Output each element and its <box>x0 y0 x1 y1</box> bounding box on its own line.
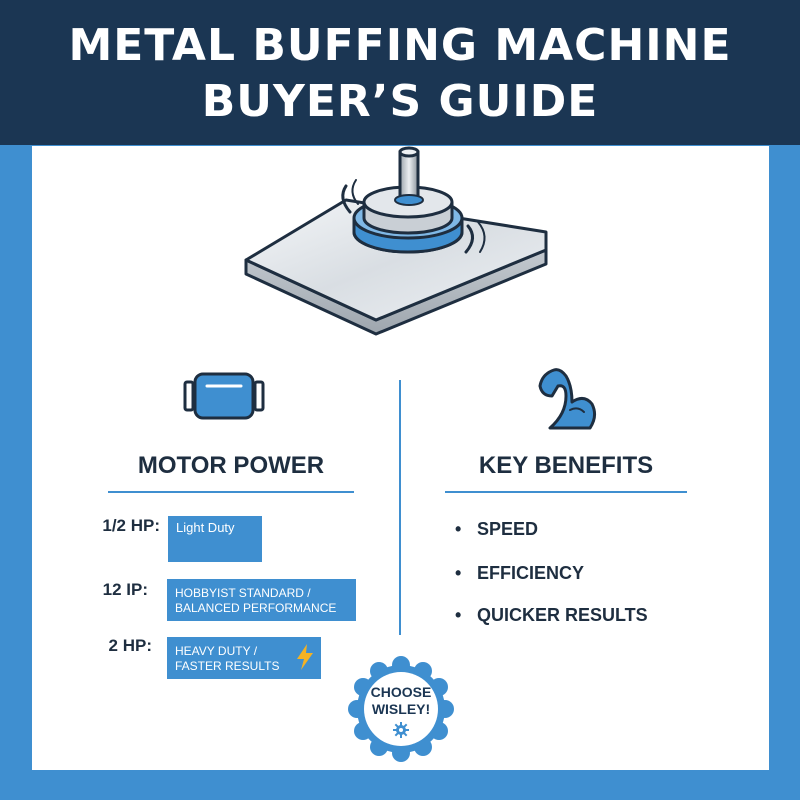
hp-label-standard: 12 IP: <box>102 580 148 599</box>
benefit-item: •SPEED <box>455 519 539 539</box>
seal-line-1: CHOOSE <box>370 684 432 700</box>
benefit-text: QUICKER RESULTS <box>477 605 648 625</box>
seal-text: CHOOSE WISLEY! <box>348 684 454 718</box>
hp-description-standard: HOBBYIST STANDARD / BALANCED PERFORMANCE <box>167 579 356 621</box>
motor-icon <box>183 372 265 420</box>
hp-description-two: HEAVY DUTY / FASTER RESULTS <box>167 637 321 679</box>
page-title-line-2: BUYER’S GUIDE <box>201 76 599 127</box>
flexed-arm-icon <box>538 368 597 430</box>
lightning-bolt-icon <box>297 644 313 670</box>
gear-icon <box>393 722 409 738</box>
hp-description-half: Light Duty <box>168 516 262 562</box>
choose-wisely-seal <box>348 656 454 762</box>
key-benefits-heading: KEY BENEFITS <box>478 452 654 479</box>
header-banner: METAL BUFFING MACHINE BUYER’S GUIDE <box>0 0 800 145</box>
seal-line-2: WISLEY! <box>371 701 431 717</box>
hp-label-two: 2 HP: <box>108 636 152 655</box>
benefit-text: EFFICIENCY <box>477 563 585 583</box>
benefit-text: SPEED <box>477 519 539 539</box>
column-divider <box>399 380 401 635</box>
page-title-line-1: METAL BUFFING MACHINE <box>68 20 732 71</box>
hp-description-two-text: HEAVY DUTY / FASTER RESULTS <box>175 644 280 673</box>
key-benefits-underline <box>445 491 687 493</box>
hp-label-half: 1/2 HP: <box>102 516 160 535</box>
motor-power-underline <box>108 491 354 493</box>
benefit-item: •EFFICIENCY <box>455 563 585 583</box>
motor-power-heading: MOTOR POWER <box>137 452 325 479</box>
benefit-item: •QUICKER RESULTS <box>455 605 648 625</box>
buffing-machine-illustration <box>244 146 548 336</box>
